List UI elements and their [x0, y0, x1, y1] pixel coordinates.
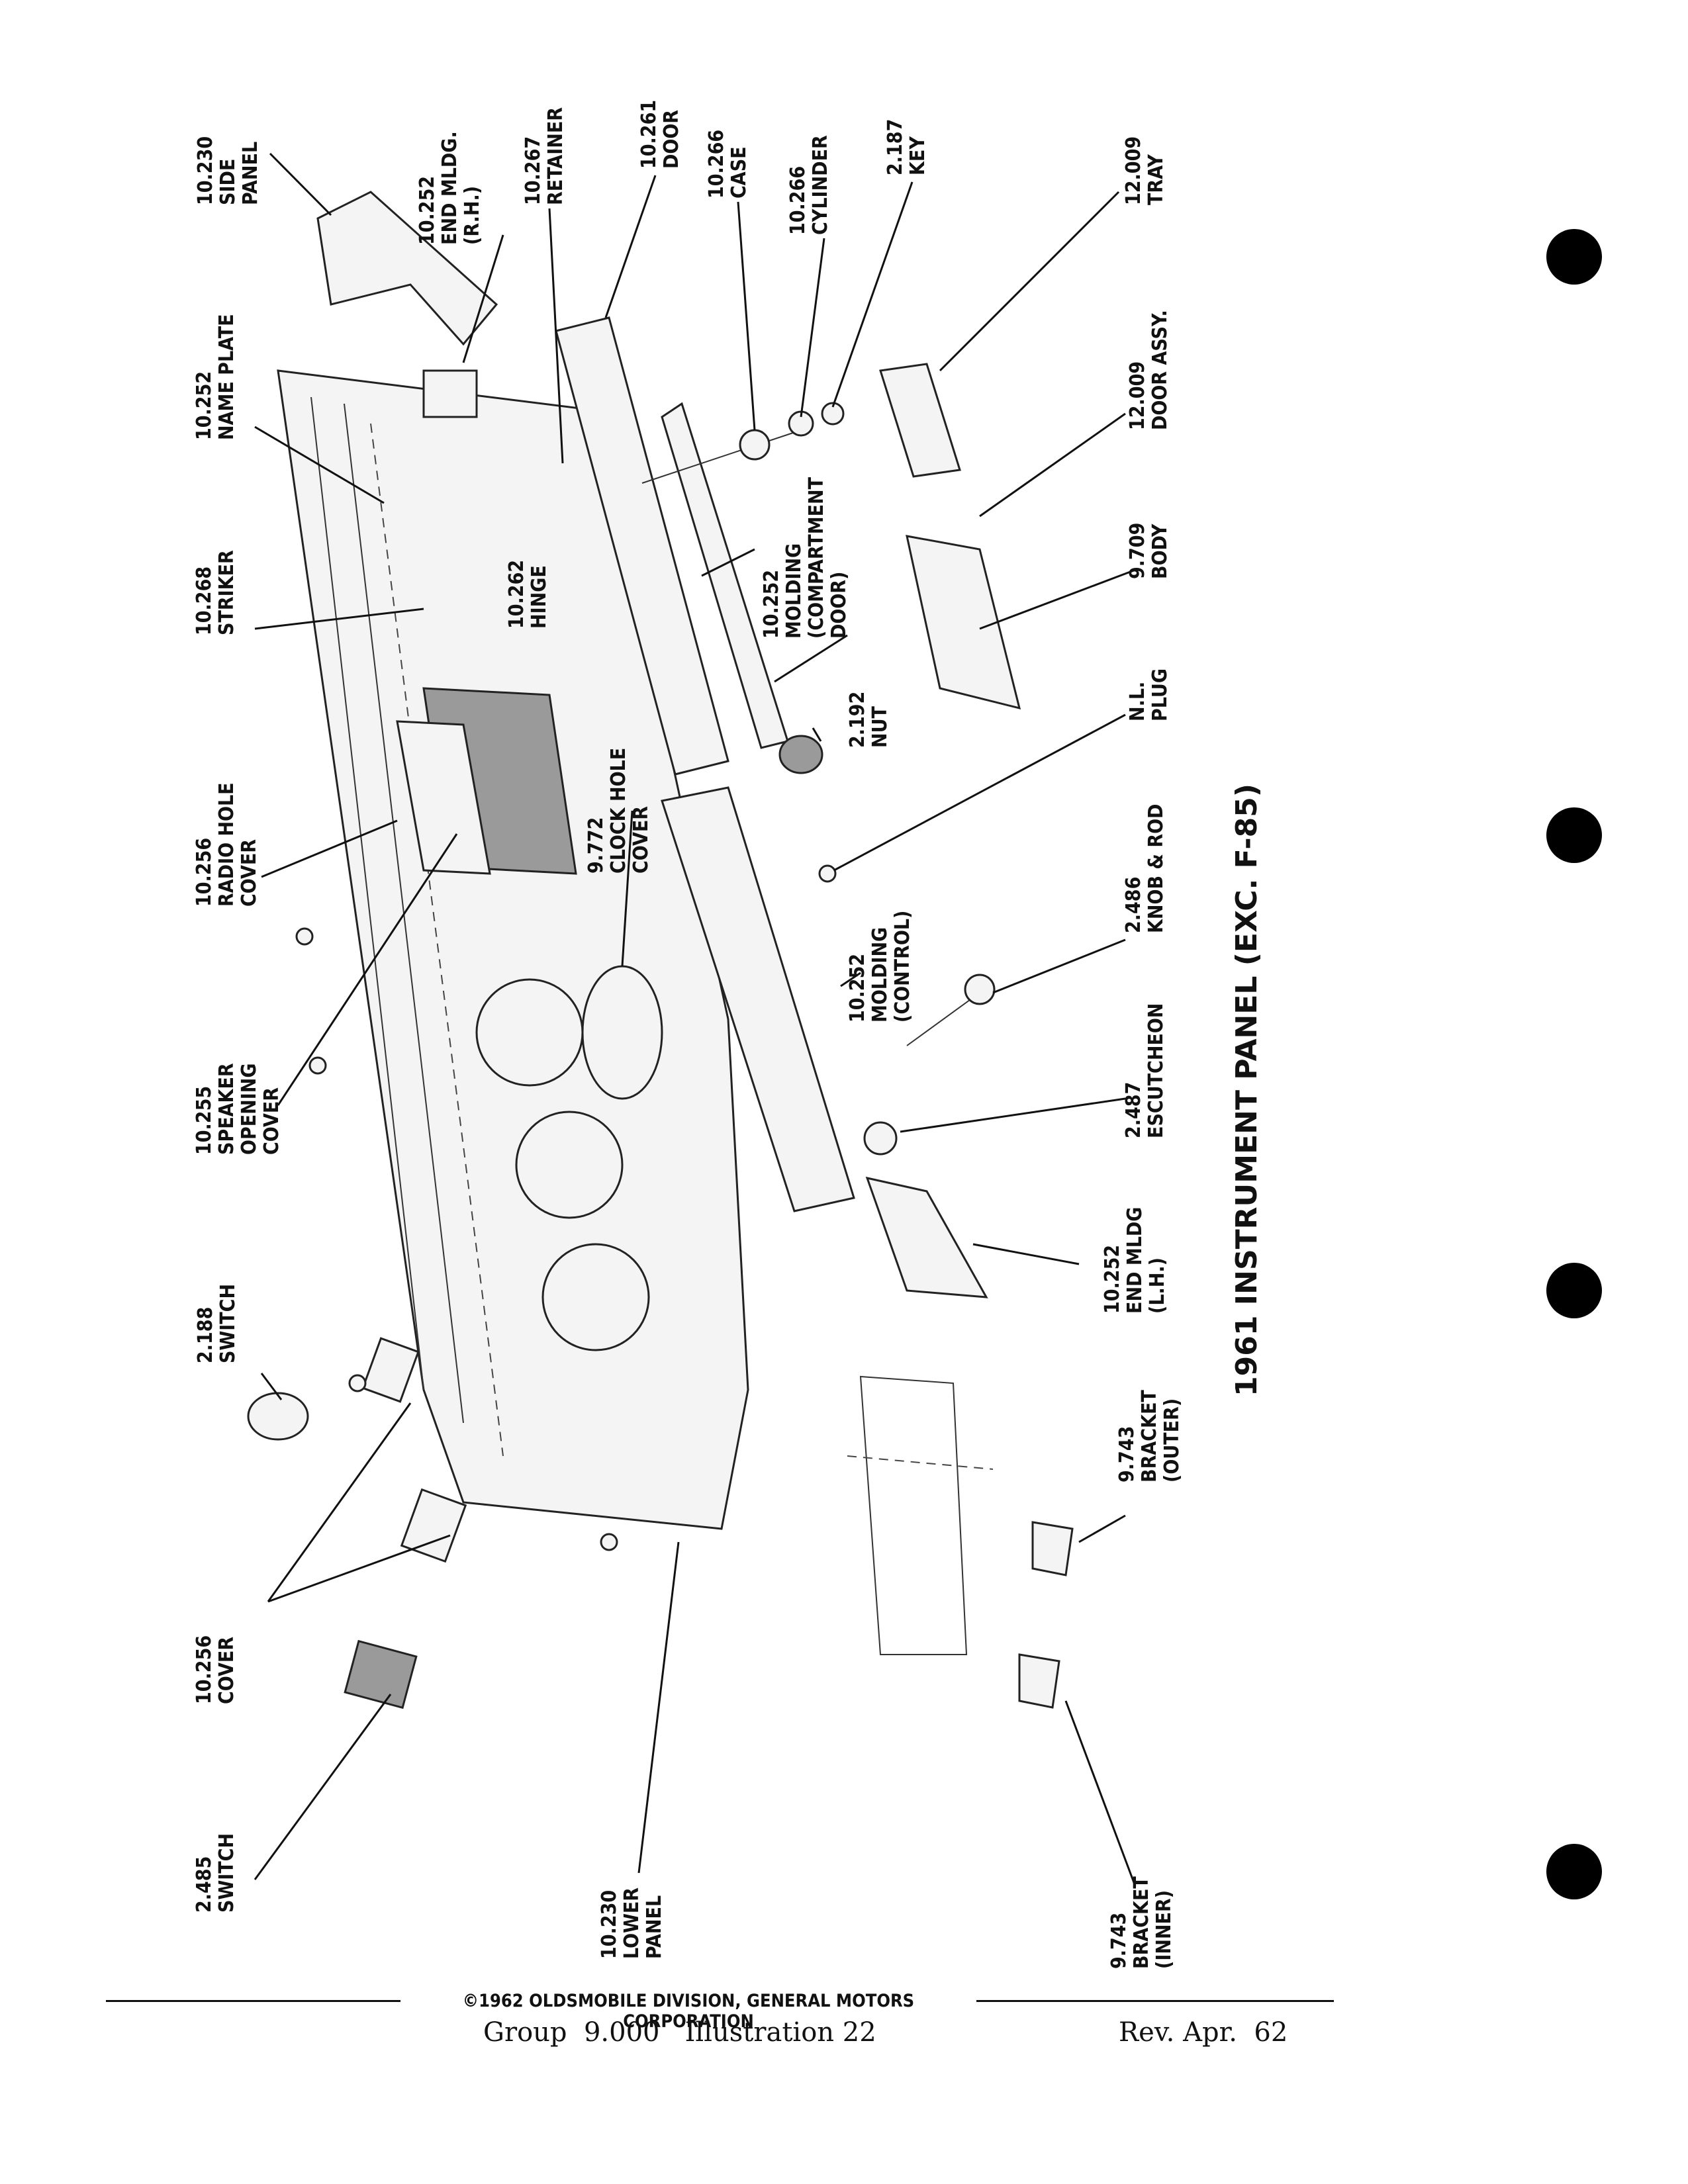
illustration-reference: Group 9.000 Illustration 22	[483, 2017, 876, 2048]
label-lower-panel: 10.230 LOWER PANEL	[598, 1882, 666, 1959]
label-tray: 12.009 TRAY	[1122, 130, 1168, 205]
label-cylinder: 10.266 CYLINDER	[786, 135, 832, 235]
label-end-mldg-lh: 10.252 END MLDG (L.H.)	[1101, 1201, 1169, 1314]
label-cover: 10.256 COVER	[193, 1629, 238, 1704]
clock-hole-cover-art	[581, 965, 663, 1100]
punch-hole-2	[1546, 807, 1602, 863]
label-door-assy: 12.009 DOOR ASSY.	[1126, 310, 1172, 430]
label-case: 10.266 CASE	[705, 123, 751, 199]
label-end-mldg-rh: 10.252 END MLDG. (R.H.)	[416, 125, 484, 245]
ash-receiver-body-art	[906, 535, 1021, 710]
radio-hole-cover-art	[396, 720, 491, 875]
tray-art	[879, 363, 961, 478]
instrument-panel-body	[277, 369, 749, 1530]
parts-artwork	[247, 191, 1074, 1709]
label-bracket-outer: 9.743 BRACKET (OUTER)	[1115, 1384, 1184, 1482]
footer-rule-right	[976, 2000, 1334, 2002]
revision-date: Rev. Apr. 62	[1119, 2017, 1288, 2048]
copyright-notice: ©1962 OLDSMOBILE DIVISION, GENERAL MOTOR…	[462, 1991, 915, 2032]
label-molding-control: 10.252 MOLDING (CONTROL)	[846, 911, 914, 1023]
label-switch-2188: 2.188 SWITCH	[194, 1284, 240, 1363]
door-art	[555, 316, 729, 776]
label-plug: N.L. PLUG	[1126, 668, 1172, 721]
punch-hole-1	[1546, 229, 1602, 285]
label-side-panel: 10.230 SIDE PANEL	[194, 130, 262, 205]
label-striker: 10.268 STRIKER	[193, 550, 238, 635]
label-key: 2.187 KEY	[884, 113, 929, 175]
label-clock-hole-cover: 9.772 CLOCK HOLE COVER	[585, 741, 653, 874]
label-speaker-opening-cover: 10.255 SPEAKER OPENING COVER	[193, 1057, 283, 1155]
label-switch-2485: 2.485 SWITCH	[193, 1833, 238, 1913]
leader-lines	[254, 152, 1138, 1887]
diagram-title: 1961 INSTRUMENT PANEL (EXC. F-85)	[1230, 784, 1264, 1396]
label-hinge: 10.262 HINGE	[505, 553, 551, 629]
label-molding-compartment-door: 10.252 MOLDING (COMPARTMENT DOOR)	[760, 471, 851, 639]
footer-rule-left	[106, 2000, 400, 2002]
label-knob-rod: 2.486 KNOB & ROD	[1122, 804, 1168, 933]
punch-hole-3	[1546, 1263, 1602, 1318]
label-name-plate: 10.252 NAME PLATE	[193, 314, 238, 440]
label-retainer: 10.267 RETAINER	[522, 107, 567, 205]
punch-hole-4	[1546, 1844, 1602, 1899]
label-escutcheon: 2.487 ESCUTCHEON	[1122, 1003, 1168, 1138]
callout-labels: 10.230 SIDE PANEL 10.252 END MLDG. (R.H.…	[193, 93, 1184, 1969]
end-molding-lh-art	[865, 1176, 988, 1298]
label-body: 9.709 BODY	[1126, 516, 1172, 579]
label-radio-hole-cover: 10.256 RADIO HOLE COVER	[193, 776, 261, 907]
label-door: 10.261 DOOR	[637, 93, 683, 169]
label-nut: 2.192 NUT	[846, 685, 892, 748]
side-panel-art	[316, 191, 498, 346]
label-bracket-inner: 9.743 BRACKET (INNER)	[1107, 1870, 1176, 1969]
control-molding-art	[661, 786, 855, 1212]
